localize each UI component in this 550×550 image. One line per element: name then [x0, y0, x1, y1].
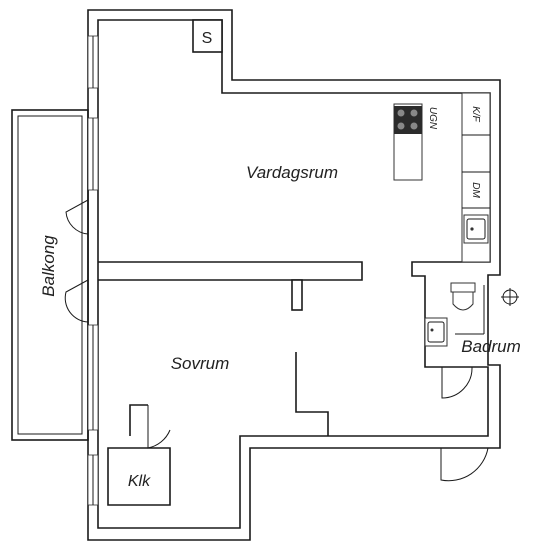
doors [147, 366, 489, 482]
room-label-sovrum: Sovrum [171, 354, 230, 373]
room-label-badrum: Badrum [461, 337, 521, 356]
balcony-doors [64, 199, 89, 323]
kitchen-counter: K/F DM [461, 92, 491, 263]
room-label-balkong: Balkong [39, 235, 58, 297]
room-label-vardagsrum: Vardagsrum [246, 163, 338, 182]
kitchen-island: UGN [393, 103, 438, 181]
storage-label: S [202, 30, 213, 47]
storage-cabinet: S [192, 19, 223, 53]
stove-label: UGN [427, 107, 438, 130]
exterior-wall [87, 9, 501, 541]
fridge-freezer-label: K/F [470, 106, 481, 122]
interior-walls [98, 261, 363, 506]
bathroom-fixtures [424, 282, 519, 347]
windows [87, 35, 99, 506]
room-label-klk: Klk [128, 473, 151, 490]
dishwasher-label: DM [470, 182, 481, 198]
